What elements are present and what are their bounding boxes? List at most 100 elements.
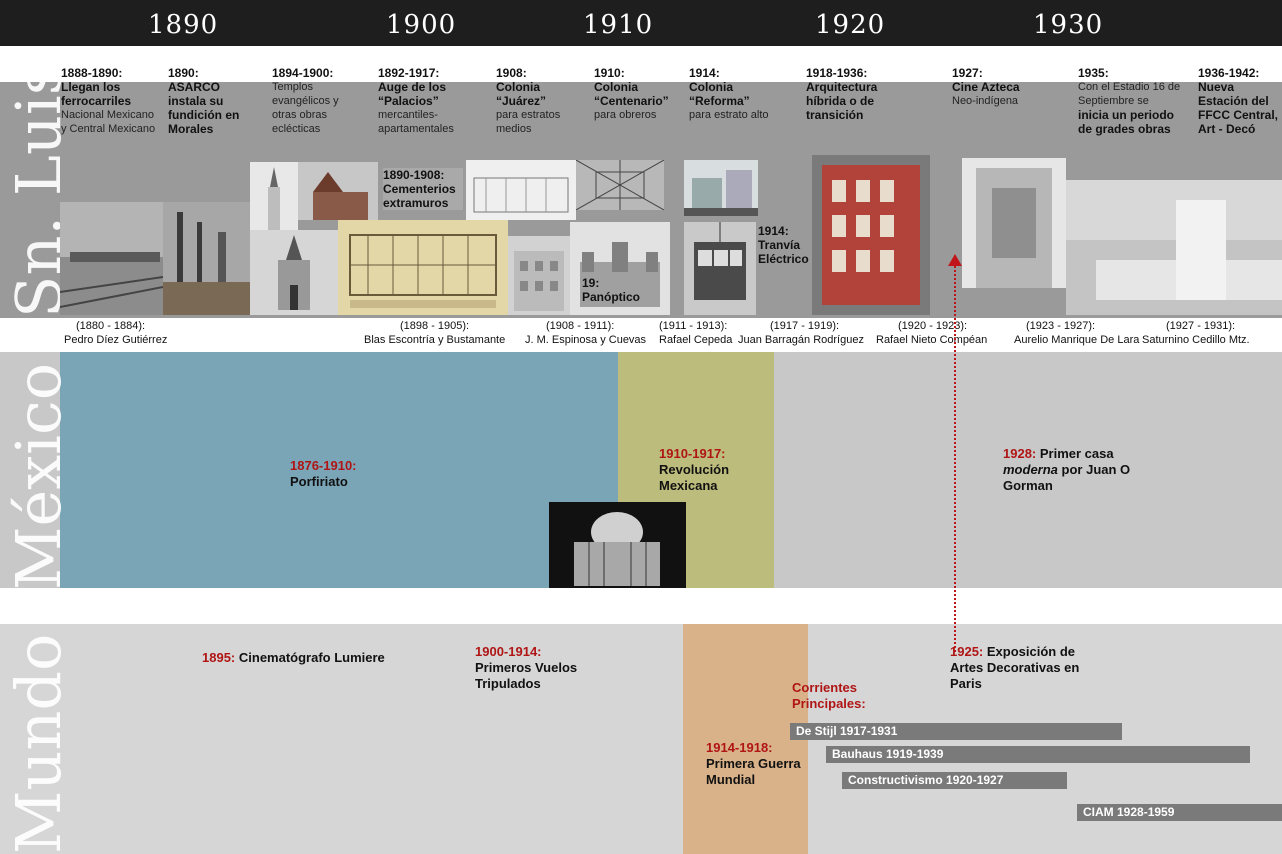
event-tranvia: 1914: Tranvía Eléctrico [758,224,812,266]
event-title: Cinematógrafo Lumiere [238,650,385,665]
event-sub: para estrato alto [689,109,769,121]
year-1900: 1900 [386,10,457,40]
event-casa-moderna: 1928: Primer casa moderna por Juan O Gor… [1003,446,1143,494]
event-title: Arquitectura híbrida o de transición [806,80,878,122]
connector-line [954,262,956,652]
event-sub: Nacional Mexicano y Central Mexicano [61,109,156,135]
governor-cepeda-period: (1911 - 1913): [659,320,728,332]
event-colonia-centenario: 1910: Colonia “Centenario” para obreros [594,66,682,122]
church-photo [250,230,338,315]
event-years: 1876-1910: [290,458,357,473]
event-title: Auge de los “Palacios” [378,80,447,108]
event-years: 1914: [689,66,720,80]
event-title: Colonia “Centenario” [594,80,669,108]
event-title: Porfiriato [290,474,348,489]
tranvia-photo [684,222,756,315]
governor-espinosa-period: (1908 - 1911): [546,320,615,332]
year-1910: 1910 [583,10,654,40]
event-sub: Con el Estadio 16 de Septiembre se [1078,81,1181,107]
event-title: Cine Azteca [952,80,1020,94]
palacio-bellas-artes-drawing [549,502,686,588]
event-years: 1888-1890: [61,66,123,80]
temple-photo-1 [250,162,298,230]
event-colonia-reforma: 1914: Colonia “Reforma” para estrato alt… [689,66,769,122]
colonia-reforma-photo [684,160,758,216]
porfiriato-period [60,352,618,588]
event-years: 1910: [594,66,625,80]
asarco-smelter-photo [163,202,250,315]
temple-photo-2 [298,162,378,220]
event-years: 1928: [1003,446,1037,461]
event-exposicion: 1925: Exposición de Artes Decorativas en… [950,644,1090,692]
event-years: 1935: [1078,66,1109,80]
event-cine-azteca: 1927: Cine Azteca Neo-indígena [952,66,1032,108]
event-title: ASARCO instala su fundición en Morales [168,80,240,136]
event-years: 1914-1918: [706,740,773,755]
governor-manrique-period: (1923 - 1927): [1026,320,1096,332]
event-title: Colonia “Reforma” [689,80,750,108]
event-title: Tranvía Eléctrico [758,238,809,266]
governor-diez-name: Pedro Díez Gutiérrez [64,334,168,346]
event-sub: para obreros [594,109,657,121]
event-primera-guerra: 1914-1918: Primera Guerra Mundial [706,740,806,788]
governor-period: (1880 - 1884): [76,320,146,332]
event-title: Primeros Vuelos Tripulados [475,660,578,691]
railway-photo [60,202,163,315]
event-years: 1890-1908: [383,168,445,182]
event-cinematografo: 1895: Cinematógrafo Lumiere [202,650,385,666]
governor-manrique-name: Aurelio Manrique De Lara [1014,334,1140,346]
event-sub: para estratos medios [496,109,561,135]
event-estacion-ffcc: 1936-1942: Nueva Estación del FFCC Centr… [1198,66,1280,136]
cine-azteca-photo [962,158,1066,315]
event-sub: mercantiles-apartamentales [378,109,454,135]
colonia-centenario-plan [576,160,664,210]
event-colonia-juarez: 1908: Colonia “Juárez” para estratos med… [496,66,574,136]
event-years: 19: [582,276,600,290]
year-1930: 1930 [1033,10,1104,40]
bar-de-stijl: De Stijl 1917-1931 [790,723,1122,740]
event-italic: moderna [1003,462,1058,477]
event-title: Llegan los ferrocarriles [61,80,132,108]
event-title: inicia un periodo de grades obras [1078,108,1175,136]
event-years: 1918-1936: [806,66,868,80]
governor-diez: (1880 - 1884): [76,320,145,332]
event-years: 1925: [950,644,984,659]
event-years: 1895: [202,650,236,665]
event-panoptico: 19: Panóptico [582,276,652,304]
event-years: 1892-1917: [378,66,440,80]
governor-espinosa-name: J. M. Espinosa y Cuevas [525,334,647,346]
bar-bauhaus: Bauhaus 1919-1939 [826,746,1250,763]
governor-nieto-name: Rafael Nieto Compéan [876,334,988,346]
arquitectura-hibrida-photo [812,155,930,315]
mundo-label: Mundo [2,633,75,854]
mexico-label: México [2,362,75,590]
colonia-juarez-photo [466,160,576,220]
event-palacios: 1892-1917: Auge de los “Palacios” mercan… [378,66,464,136]
event-title: Colonia “Juárez” [496,80,547,108]
event-title: Primer casa [1039,446,1114,461]
event-title: Revolución Mexicana [659,462,730,493]
year-1890: 1890 [148,10,219,40]
governor-escontria-period: (1898 - 1905): [400,320,470,332]
governor-nieto-period: (1920 - 1923): [898,320,968,332]
event-years: 1914: [758,224,789,238]
governor-escontria-name: Blas Escontría y Bustamante [364,334,506,346]
panoptico-photo [570,222,670,315]
governor-barragan-period: (1917 - 1919): [770,320,840,332]
event-years: 1936-1942: [1198,66,1260,80]
event-title: Nueva Estación del FFCC Central, Art - D… [1198,80,1279,136]
arrow-up-icon [948,254,962,266]
event-templos: 1894-1900: Templos evangélicos y otras o… [272,66,360,136]
event-title: Panóptico [582,290,641,304]
event-cementerios: 1890-1908: Cementerios extramuros [383,168,463,210]
event-title-2: por Juan O Gorman [1003,462,1131,493]
governor-cepeda-name: Rafael Cepeda [659,334,733,346]
event-estadio: 1935: Con el Estadio 16 de Septiembre se… [1078,66,1186,136]
event-arquitectura-hibrida: 1918-1936: Arquitectura híbrida o de tra… [806,66,906,122]
event-sub: Templos evangélicos y otras obras ecléct… [272,81,339,135]
event-years: 1890: [168,66,199,80]
corrientes-label: Corrientes Principales: [792,680,866,711]
event-revolucion: 1910-1917: Revolución Mexicana [659,446,739,494]
event-sub: Neo-indígena [952,95,1019,107]
event-years: 1900-1914: [475,644,542,659]
